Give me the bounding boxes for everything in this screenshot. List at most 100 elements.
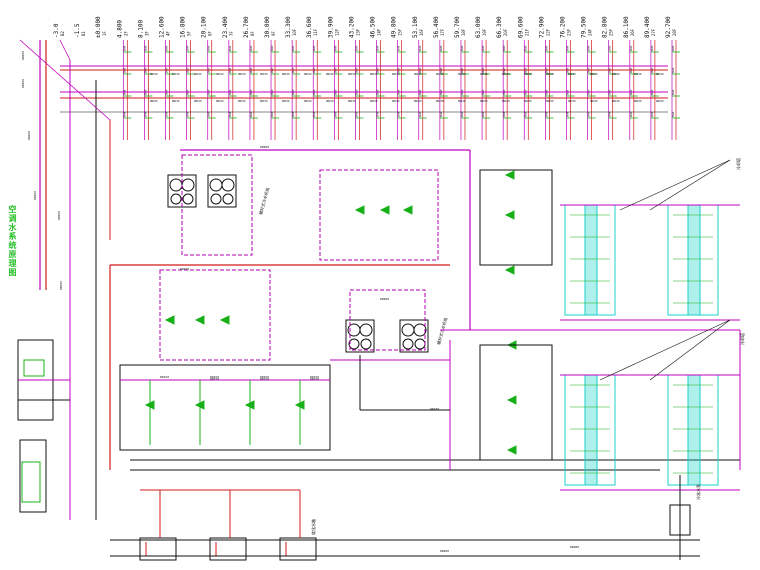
- header-size-label: DN150: [634, 99, 642, 103]
- header-size-label: DN150: [150, 99, 158, 103]
- riser-size-label: DN200: [57, 211, 61, 220]
- floor-name-label: 23F: [566, 28, 571, 36]
- floor-name-label: 9F: [271, 31, 276, 36]
- header-size-label: DN150: [370, 99, 378, 103]
- pipe-size-label: DN100: [430, 407, 439, 411]
- floor-elevation-label: 72.900: [538, 16, 545, 38]
- pump-icon: [354, 205, 365, 215]
- floor-name-label: 25F: [609, 28, 614, 36]
- tower-fill: [584, 204, 598, 316]
- header-size-label: DN150: [282, 99, 290, 103]
- floor-elevation-label: 20.100: [201, 16, 208, 38]
- pipe-size-label: DN200: [380, 297, 389, 301]
- floor-elevation-label: 46.500: [370, 16, 377, 38]
- floor-name-label: 19F: [482, 28, 487, 36]
- tower-label: 冷却塔: [735, 158, 741, 170]
- header-size-label: DN150: [436, 72, 444, 76]
- floor-elevation-label: 30.000: [264, 16, 271, 38]
- floor-elevation-label: 79.500: [581, 16, 588, 38]
- header-size-label: DN150: [436, 99, 444, 103]
- floor-elevation-label: 33.300: [285, 16, 292, 38]
- chiller-icon: [221, 178, 235, 192]
- branch-size-label: DN40: [313, 111, 316, 117]
- header-size-label: DN150: [612, 72, 620, 76]
- pump-size-label: DN150: [310, 375, 319, 379]
- floor-name-label: 6F: [208, 31, 213, 36]
- header-size-label: DN150: [656, 99, 664, 103]
- chiller-icon: [181, 178, 195, 192]
- floor-name-label: 14F: [377, 28, 382, 36]
- riser-size-label: DN200: [59, 281, 63, 290]
- floor-elevation-label: 16.800: [180, 16, 187, 38]
- pump-icon: [506, 395, 517, 405]
- floor-elevation-label: 92.700: [665, 16, 672, 38]
- floor-elevation-label: 4.800: [116, 20, 123, 38]
- tower-fill: [687, 374, 701, 486]
- vertical-title-label: 空调水系统原理图: [8, 205, 17, 277]
- header-size-label: DN150: [348, 99, 356, 103]
- floor-name-label: 28F: [672, 28, 677, 36]
- floor-elevation-label: 69.600: [517, 16, 524, 38]
- branch-size-label: DN40: [609, 111, 612, 117]
- header-size-label: DN150: [392, 72, 400, 76]
- chiller-icon: [182, 193, 194, 205]
- floor-name-label: 1F: [102, 31, 107, 36]
- chiller-icon: [170, 193, 182, 205]
- pipe-size-label: DN200: [440, 549, 449, 553]
- floor-name-label: B1: [81, 31, 86, 36]
- tank-icon: [139, 537, 177, 561]
- branch-size-label: DN40: [482, 111, 485, 117]
- branch-size-label: DN40: [440, 45, 443, 51]
- floor-elevation-label: 86.100: [623, 16, 630, 38]
- pump-icon: [194, 315, 205, 325]
- leader-line: [619, 159, 731, 211]
- floor-elevation-label: -1.5: [74, 23, 81, 38]
- floor-name-label: 5F: [187, 31, 192, 36]
- floor-elevation-label: 56.400: [433, 16, 440, 38]
- branch-size-label: DN40: [355, 111, 358, 117]
- header-size-label: DN150: [238, 72, 246, 76]
- branch-size-label: DN40: [419, 111, 422, 117]
- pump-icon: [504, 265, 515, 275]
- branch-size-label: DN40: [271, 111, 274, 117]
- chiller-icon: [222, 193, 234, 205]
- branch-size-label: DN40: [377, 45, 380, 51]
- floor-name-label: 27F: [651, 28, 656, 36]
- chiller-icon: [401, 323, 415, 337]
- branch-size-label: DN40: [461, 45, 464, 51]
- header-size-label: DN150: [414, 99, 422, 103]
- pipe-size-label: DN150: [260, 377, 269, 381]
- floor-elevation-label: 39.900: [327, 16, 334, 38]
- pump-icon: [379, 205, 390, 215]
- branch-size-label: DN40: [166, 111, 169, 117]
- branch-size-label: DN40: [482, 45, 485, 51]
- pump-loop: [319, 169, 439, 261]
- header-size-label: DN150: [590, 72, 598, 76]
- header-size-label: DN150: [524, 99, 532, 103]
- header-size-label: DN150: [238, 99, 246, 103]
- header-size-label: DN150: [348, 72, 356, 76]
- branch-size-label: DN40: [229, 45, 232, 51]
- floor-name-label: 18F: [461, 28, 466, 36]
- riser-size-label: DN200: [27, 131, 31, 140]
- branch-size-label: DN40: [355, 45, 358, 51]
- floor-elevation-label: 66.300: [496, 16, 503, 38]
- floor-elevation-label: 59.700: [454, 16, 461, 38]
- branch-size-label: DN40: [588, 111, 591, 117]
- branch-size-label: DN40: [651, 45, 654, 51]
- branch-size-label: DN40: [524, 45, 527, 51]
- branch-size-label: DN40: [334, 45, 337, 51]
- branch-size-label: DN40: [651, 111, 654, 117]
- header-size-label: DN150: [546, 72, 554, 76]
- diag-pipe: [59, 39, 71, 61]
- floor-elevation-label: 63.000: [475, 16, 482, 38]
- branch-size-label: DN40: [208, 45, 211, 51]
- pump-size-label: DN150: [160, 375, 169, 379]
- floor-name-label: 21F: [524, 28, 529, 36]
- branch-size-label: DN40: [313, 45, 316, 51]
- pump-icon: [504, 210, 515, 220]
- branch-size-label: DN40: [208, 111, 211, 117]
- header-size-label: DN150: [260, 72, 268, 76]
- branch-size-label: DN40: [187, 45, 190, 51]
